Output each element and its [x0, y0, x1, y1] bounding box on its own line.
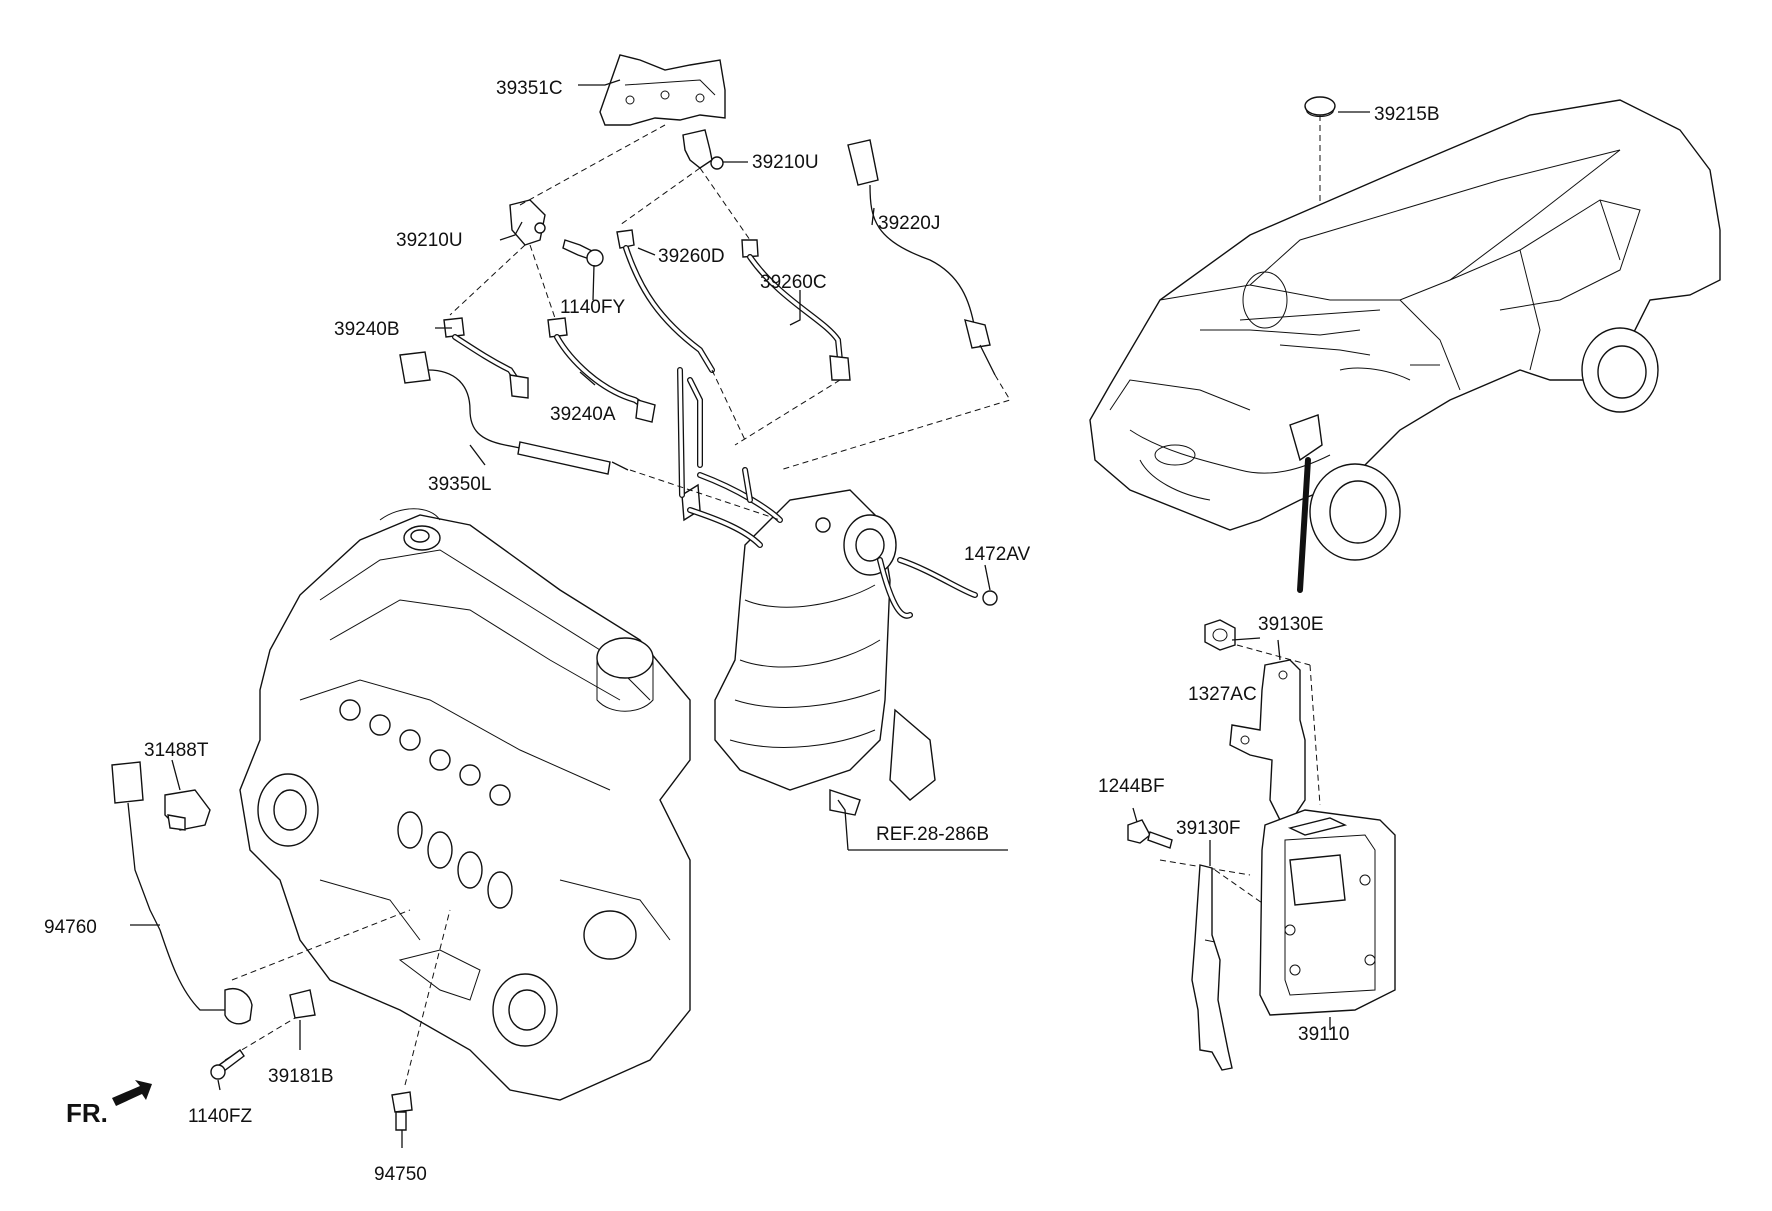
label-1140fy: 1140FY [560, 297, 625, 318]
bolt-1140fz [210, 1049, 245, 1080]
label-39220j: 39220J [878, 213, 940, 234]
label-31488t: 31488T [144, 740, 209, 761]
oxygen-sensor-39350l [399, 351, 629, 475]
sensor-94750 [391, 1091, 413, 1131]
bracket-39181b [289, 989, 316, 1019]
label-39210u-lower: 39210U [396, 230, 463, 251]
bracket-39351c [599, 54, 726, 126]
nut-1327ac [1204, 619, 1236, 651]
ecu-39110 [1259, 809, 1396, 1016]
hose-39260d [616, 229, 715, 373]
label-1244bf: 1244BF [1098, 776, 1165, 797]
label-1472av: 1472AV [964, 544, 1031, 565]
front-direction-arrow [112, 1080, 152, 1106]
hose-39240a [547, 317, 656, 423]
pressure-sensor-39210u-upper [682, 129, 724, 170]
hose-39260c [741, 239, 851, 381]
label-39240b: 39240B [334, 319, 400, 340]
pressure-sensor-39210u-lower [509, 199, 546, 246]
label-39181b: 39181B [268, 1066, 334, 1087]
label-94760: 94760 [44, 917, 97, 938]
sensor-31488t [164, 789, 211, 831]
label-39110: 39110 [1298, 1024, 1349, 1045]
label-ref-28-286b: REF.28-286B [876, 824, 989, 845]
engine-block [239, 508, 691, 1101]
label-1327ac: 1327AC [1188, 684, 1257, 705]
label-leaders [130, 79, 1370, 1148]
label-39260c: 39260C [760, 272, 827, 293]
label-39215b: 39215B [1374, 104, 1440, 125]
catalytic-converter [677, 367, 998, 816]
vehicle-illustration [1089, 96, 1721, 593]
temp-sensor-39220j [847, 139, 996, 376]
connection-lines [224, 105, 1321, 1086]
label-39240a: 39240A [550, 404, 616, 425]
label-39130e: 39130E [1258, 614, 1324, 635]
label-39350l: 39350L [428, 474, 491, 495]
bolt-1244bf [1127, 819, 1173, 849]
label-39210u-upper: 39210U [752, 152, 819, 173]
bracket-39130e [1229, 659, 1306, 821]
part-labels: 39351C 39210U 39210U 39220J 39260D 39260… [44, 78, 1440, 1185]
front-indicator-label: FR. [66, 1098, 108, 1128]
label-39351c: 39351C [496, 78, 563, 99]
label-1140fz: 1140FZ [188, 1106, 252, 1127]
label-39260d: 39260D [658, 246, 725, 267]
hose-39240b [443, 317, 529, 399]
label-39130f: 39130F [1176, 818, 1240, 839]
bracket-39130f [1191, 864, 1233, 1071]
knock-sensor-connector-94760 [111, 761, 253, 1025]
bolt-1140fy [562, 239, 604, 267]
label-94750: 94750 [374, 1164, 427, 1185]
